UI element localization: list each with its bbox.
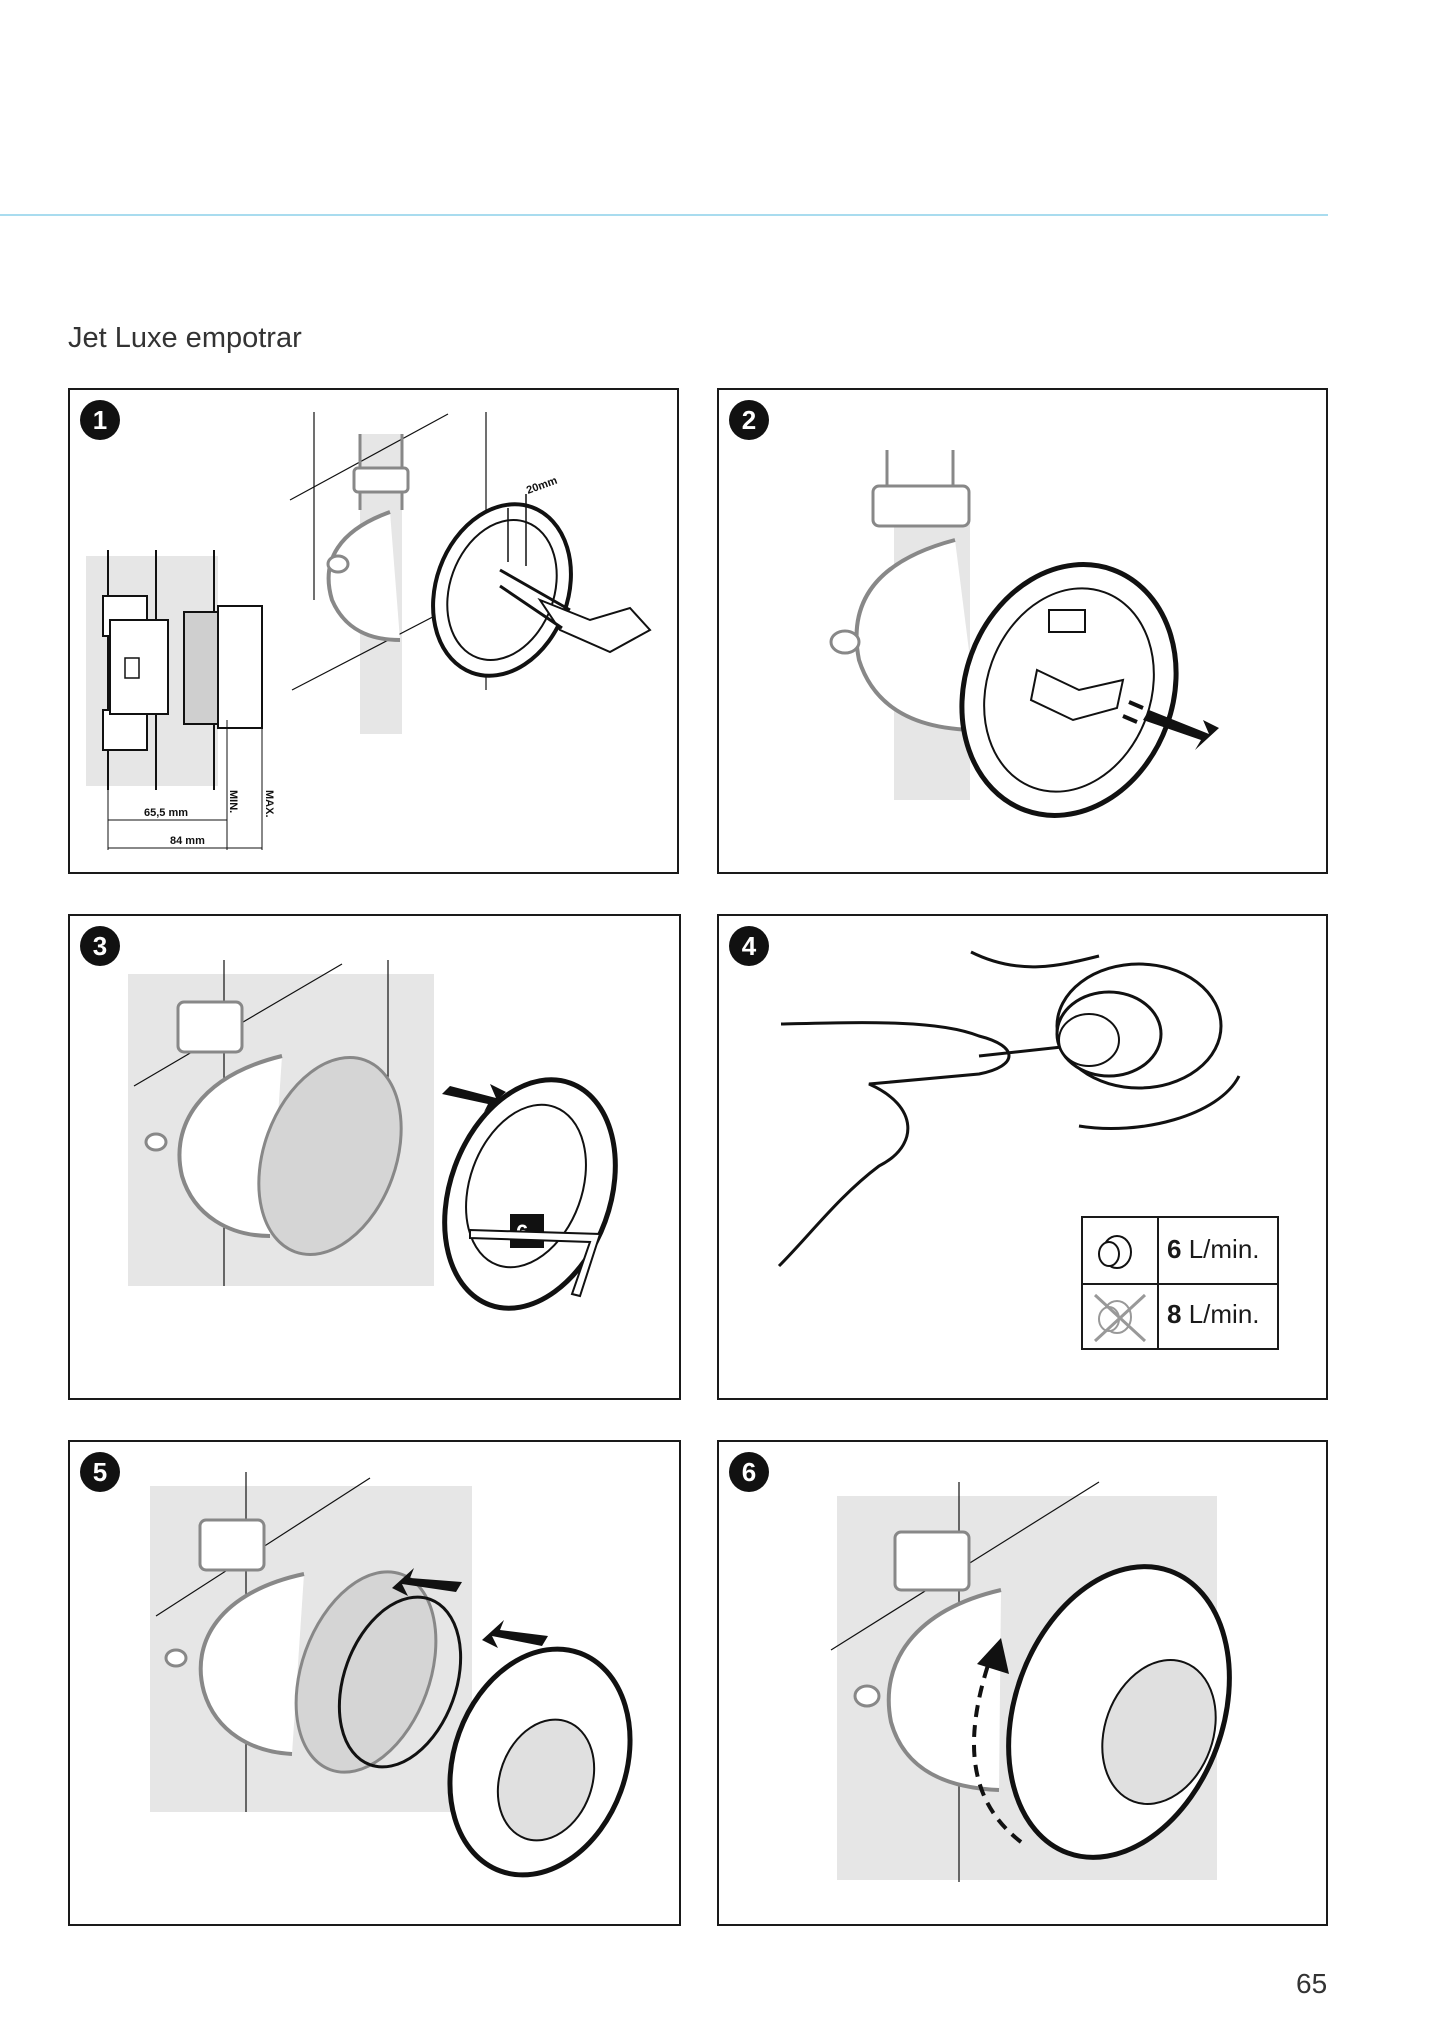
step-4-panel: 4 6 L/min. 8 L/min. bbox=[717, 914, 1328, 1400]
label-min: MIN. bbox=[227, 790, 239, 813]
step-2-number: 2 bbox=[729, 400, 769, 440]
label-20mm: 20mm bbox=[525, 475, 559, 497]
flow-8-text: 8 L/min. bbox=[1167, 1299, 1260, 1329]
step-6-panel: 6 bbox=[717, 1440, 1328, 1926]
step-6-illustration bbox=[830, 1481, 1232, 1882]
step-5-illustration bbox=[150, 1472, 633, 1878]
dim-65-5: 65,5 mm bbox=[144, 807, 188, 819]
flow-rate-table: 6 L/min. 8 L/min. bbox=[1081, 1216, 1279, 1350]
flow-row-6: 6 L/min. bbox=[1083, 1218, 1277, 1285]
page-title: Jet Luxe empotrar bbox=[68, 322, 302, 354]
step-3-illustration: 6 bbox=[128, 960, 618, 1311]
step-5-number: 5 bbox=[80, 1452, 120, 1492]
step-4-number: 4 bbox=[729, 926, 769, 966]
step-3-number: 3 bbox=[80, 926, 120, 966]
step-1-number: 1 bbox=[80, 400, 120, 440]
step-2-panel: 2 bbox=[717, 388, 1328, 874]
flow-6-text: 6 L/min. bbox=[1167, 1234, 1260, 1264]
flow-restrictor-removed-icon bbox=[1083, 1283, 1159, 1348]
header-rule bbox=[0, 214, 1328, 216]
flow-restrictor-icon bbox=[1083, 1218, 1159, 1283]
step-1-panel: 1 65,5 mm 84 mm MIN. MAX. 2 bbox=[68, 388, 679, 874]
step-3-panel: 3 6 bbox=[68, 914, 681, 1400]
label-max: MAX. bbox=[263, 790, 275, 818]
dim-84: 84 mm bbox=[170, 835, 205, 847]
page-number: 65 bbox=[1296, 1968, 1328, 1999]
step-2-illustration bbox=[829, 450, 1219, 818]
step-6-number: 6 bbox=[729, 1452, 769, 1492]
step-1-illustration: 65,5 mm 84 mm MIN. MAX. 20mm bbox=[86, 412, 652, 850]
step-5-panel: 5 bbox=[68, 1440, 681, 1926]
flow-row-8: 8 L/min. bbox=[1083, 1283, 1277, 1348]
step-4-illustration bbox=[777, 950, 1241, 1268]
